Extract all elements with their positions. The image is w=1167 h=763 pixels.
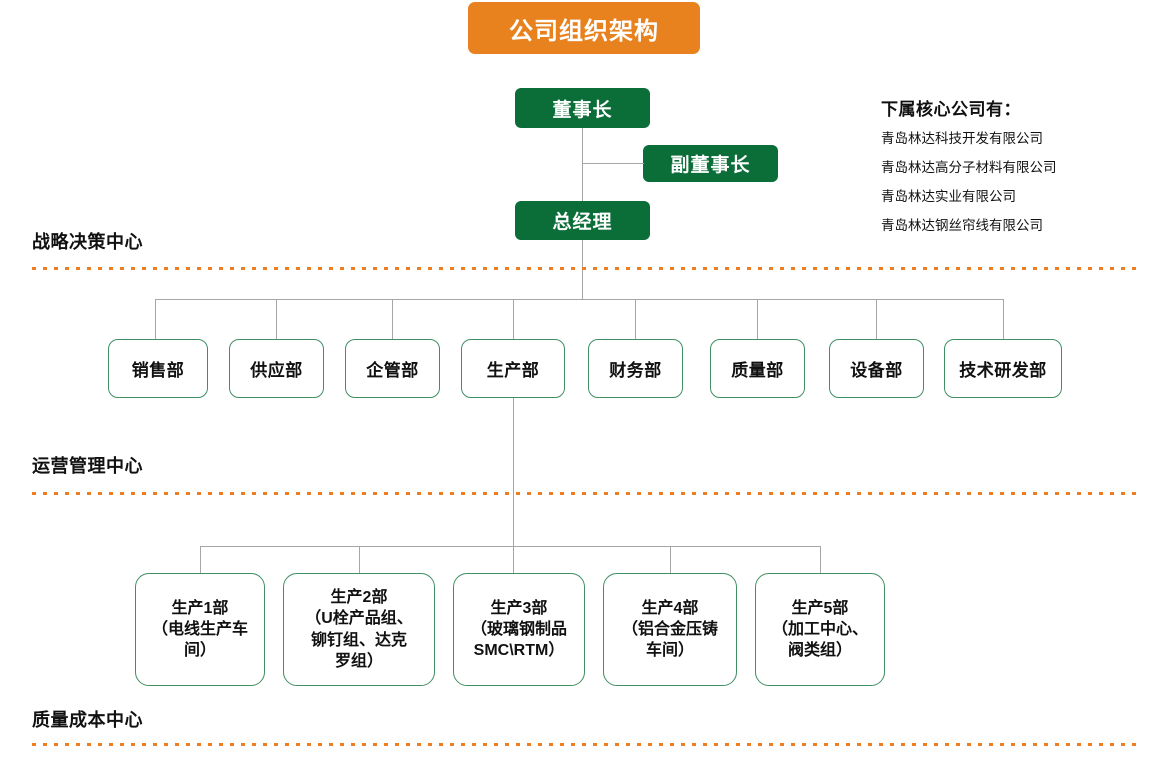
node-production-unit-1-label: 生产1部 （电线生产车 间）: [152, 598, 248, 661]
connector-drop-4: [513, 299, 514, 339]
prod5-line2: （加工中心、: [771, 620, 868, 638]
prod3-line2: （玻璃钢制品: [470, 620, 567, 638]
prod2-line4: 罗组）: [334, 652, 383, 670]
subsidiary-item-3: 青岛林达实业有限公司: [881, 188, 1016, 204]
prod4-line1: 生产4部: [641, 599, 699, 617]
section-divider-strategy: [32, 267, 1137, 270]
connector-production-down: [513, 398, 514, 546]
prod2-line2: （U栓产品组、: [305, 610, 413, 628]
prod1-line2: （电线生产车: [151, 620, 248, 638]
subsidiaries-heading: 下属核心公司有：: [881, 100, 1021, 119]
node-production-unit-4-label: 生产4部 （铝合金压铸 车间）: [622, 598, 718, 661]
prod4-line3: 车间）: [645, 642, 694, 660]
node-general-manager[interactable]: 总经理: [515, 201, 650, 240]
node-general-manager-label: 总经理: [552, 212, 613, 233]
node-department-quality[interactable]: 质量部: [710, 339, 805, 398]
node-department-equipment[interactable]: 设备部: [829, 339, 924, 398]
connector-drop-3: [392, 299, 393, 339]
node-department-equipment-label: 设备部: [850, 361, 903, 380]
node-department-enterprise-management[interactable]: 企管部: [345, 339, 440, 398]
connector-to-vice-chairman: [582, 163, 644, 164]
prod5-line3: 阀类组）: [787, 642, 852, 660]
subsidiaries-note: 下属核心公司有： 青岛林达科技开发有限公司 青岛林达高分子材料有限公司 青岛林达…: [881, 95, 1156, 247]
connector-prod-drop-4: [670, 546, 671, 573]
connector-drop-8: [1003, 299, 1004, 339]
node-vice-chairman-label: 副董事长: [670, 155, 751, 176]
connector-production-bus: [200, 546, 820, 547]
node-production-unit-2-label: 生产2部 （U栓产品组、 铆钉组、达克 罗组）: [305, 587, 413, 671]
section-label-operation: 运营管理中心: [32, 456, 143, 476]
node-production-unit-3[interactable]: 生产3部 （玻璃钢制品 SMC\RTM）: [453, 573, 585, 686]
connector-drop-2: [276, 299, 277, 339]
prod3-line3: SMC\RTM）: [473, 642, 565, 660]
section-divider-quality: [32, 743, 1137, 746]
node-production-unit-5-label: 生产5部 （加工中心、 阀类组）: [772, 598, 868, 661]
prod2-line3: 铆钉组、达克: [310, 631, 407, 649]
node-production-unit-1[interactable]: 生产1部 （电线生产车 间）: [135, 573, 265, 686]
connector-drop-1: [155, 299, 156, 339]
prod1-line3: 间）: [183, 642, 216, 660]
section-label-quality: 质量成本中心: [32, 710, 143, 730]
page-title: 公司组织架构: [509, 17, 659, 45]
node-chairman-label: 董事长: [552, 99, 613, 121]
node-production-unit-5[interactable]: 生产5部 （加工中心、 阀类组）: [755, 573, 885, 686]
node-department-rnd-label: 技术研发部: [959, 361, 1047, 380]
node-department-quality-label: 质量部: [731, 361, 784, 380]
node-production-unit-4[interactable]: 生产4部 （铝合金压铸 车间）: [603, 573, 737, 686]
node-department-sales[interactable]: 销售部: [108, 339, 208, 398]
connector-drop-5: [635, 299, 636, 339]
node-department-finance[interactable]: 财务部: [588, 339, 683, 398]
node-department-production-label: 生产部: [486, 361, 540, 380]
node-department-supply-label: 供应部: [250, 361, 303, 380]
node-department-rnd[interactable]: 技术研发部: [944, 339, 1062, 398]
prod1-line1: 生产1部: [171, 599, 229, 617]
node-department-supply[interactable]: 供应部: [229, 339, 324, 398]
section-divider-operation: [32, 492, 1137, 495]
prod4-line2: （铝合金压铸: [621, 620, 718, 638]
node-production-unit-3-label: 生产3部 （玻璃钢制品 SMC\RTM）: [471, 598, 567, 661]
connector-department-bus: [155, 299, 1004, 300]
node-department-enterprise-management-label: 企管部: [366, 361, 419, 380]
connector-prod-drop-1: [200, 546, 201, 573]
chart-title-banner: 公司组织架构: [468, 2, 700, 54]
subsidiary-item-2: 青岛林达高分子材料有限公司: [881, 159, 1057, 175]
node-chairman[interactable]: 董事长: [515, 88, 650, 128]
section-label-strategy: 战略决策中心: [32, 232, 143, 252]
connector-drop-7: [876, 299, 877, 339]
connector-drop-6: [757, 299, 758, 339]
connector-prod-drop-5: [820, 546, 821, 573]
prod5-line1: 生产5部: [791, 599, 849, 617]
connector-prod-drop-3: [513, 546, 514, 573]
connector-chairman-to-gm: [582, 128, 583, 201]
node-production-unit-2[interactable]: 生产2部 （U栓产品组、 铆钉组、达克 罗组）: [283, 573, 435, 686]
prod3-line1: 生产3部: [490, 599, 548, 617]
subsidiary-item-4: 青岛林达钢丝帘线有限公司: [881, 217, 1043, 233]
node-department-sales-label: 销售部: [131, 361, 185, 380]
prod2-line1: 生产2部: [330, 589, 388, 607]
node-department-production[interactable]: 生产部: [461, 339, 565, 398]
connector-prod-drop-2: [359, 546, 360, 573]
node-department-finance-label: 财务部: [609, 361, 662, 380]
subsidiary-item-1: 青岛林达科技开发有限公司: [881, 131, 1043, 146]
node-vice-chairman[interactable]: 副董事长: [643, 145, 778, 182]
